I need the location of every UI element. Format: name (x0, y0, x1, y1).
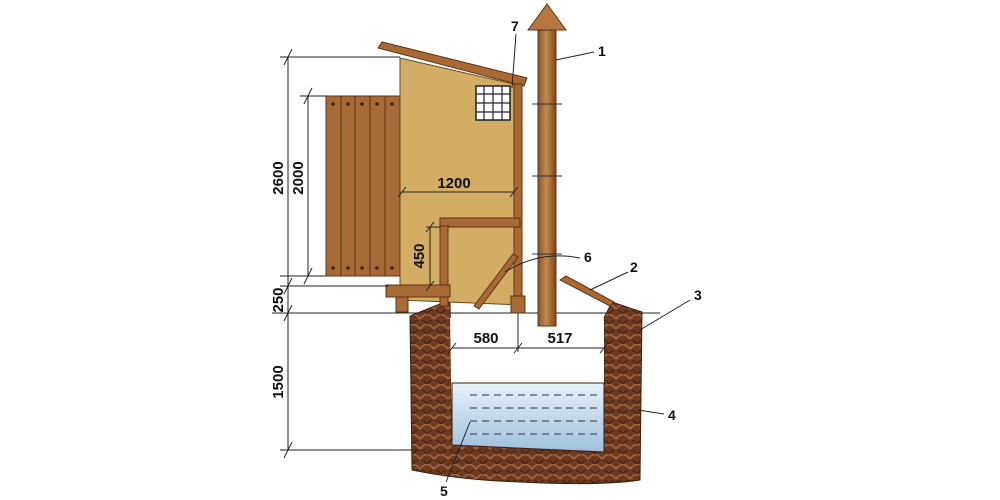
roof (377, 41, 528, 87)
vent-pipe (527, 3, 567, 327)
callout-1: 1 (598, 43, 606, 59)
back-post (513, 83, 523, 303)
dim-door-height: 2000 (290, 161, 307, 194)
callout-4: 4 (668, 407, 676, 423)
window (475, 85, 511, 121)
pit-lid (559, 275, 615, 307)
floor-step (385, 284, 451, 313)
callout-6: 6 (584, 249, 592, 265)
dim-overall-height: 2600 (270, 161, 287, 194)
dim-seat-height: 450 (411, 243, 428, 268)
seat-box (439, 217, 521, 307)
dim-inner-width: 1200 (437, 175, 470, 192)
dim-pit-depth: 1500 (270, 365, 287, 398)
dimension-lines (280, 48, 609, 459)
pit-soil (409, 299, 643, 485)
slanted-board (473, 253, 519, 310)
callout-5: 5 (440, 483, 448, 499)
pit-water (451, 382, 605, 453)
callout-7: 7 (511, 18, 519, 34)
water-dashes (470, 394, 598, 435)
post-base (510, 295, 526, 314)
callout-3: 3 (694, 287, 702, 303)
callout-leaders (445, 33, 691, 483)
dim-pit-left-width: 580 (473, 330, 498, 347)
dim-floor-step: 250 (270, 287, 287, 312)
dim-pit-right-width: 517 (547, 330, 572, 347)
callout-2: 2 (630, 259, 638, 275)
door (325, 95, 401, 277)
